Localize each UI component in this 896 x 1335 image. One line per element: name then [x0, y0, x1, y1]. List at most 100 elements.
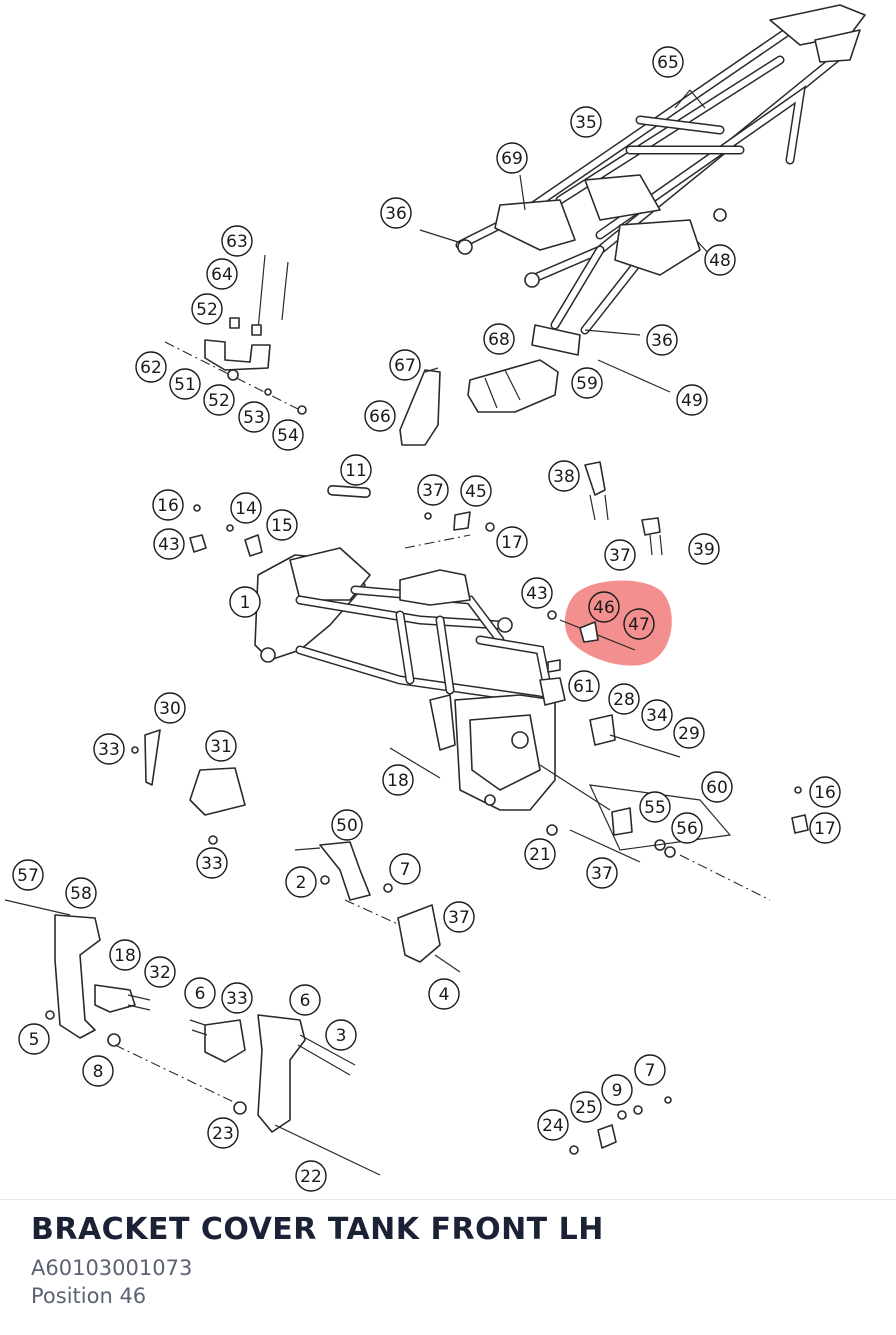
callout-63[interactable]: 63 [221, 225, 253, 257]
callout-47[interactable]: 47 [623, 608, 655, 640]
callout-16[interactable]: 16 [809, 776, 841, 808]
callout-55[interactable]: 55 [639, 791, 671, 823]
svg-text:67: 67 [394, 356, 416, 376]
callout-38[interactable]: 38 [548, 460, 580, 492]
svg-text:36: 36 [651, 331, 673, 351]
callout-43[interactable]: 43 [521, 577, 553, 609]
callout-45[interactable]: 45 [460, 475, 492, 507]
svg-text:28: 28 [613, 690, 635, 710]
callout-8[interactable]: 8 [82, 1055, 114, 1087]
callout-52[interactable]: 52 [203, 384, 235, 416]
svg-text:7: 7 [645, 1061, 656, 1081]
callout-37[interactable]: 37 [443, 901, 475, 933]
callout-7[interactable]: 7 [634, 1054, 666, 1086]
main-frame [254, 547, 566, 811]
svg-text:17: 17 [814, 819, 836, 839]
callout-14[interactable]: 14 [230, 492, 262, 524]
callout-22[interactable]: 22 [295, 1160, 327, 1192]
callout-33[interactable]: 33 [221, 982, 253, 1014]
svg-text:60: 60 [706, 778, 728, 798]
callout-23[interactable]: 23 [207, 1117, 239, 1149]
svg-text:39: 39 [693, 540, 715, 560]
svg-text:57: 57 [17, 866, 39, 886]
callout-39[interactable]: 39 [688, 533, 720, 565]
callout-54[interactable]: 54 [272, 419, 304, 451]
callout-56[interactable]: 56 [671, 812, 703, 844]
callout-57[interactable]: 57 [12, 859, 44, 891]
callout-34[interactable]: 34 [641, 699, 673, 731]
callout-16[interactable]: 16 [152, 489, 184, 521]
callout-2[interactable]: 2 [285, 866, 317, 898]
svg-text:2: 2 [296, 873, 307, 893]
callout-4[interactable]: 4 [428, 978, 460, 1010]
callout-53[interactable]: 53 [238, 401, 270, 433]
callout-67[interactable]: 67 [389, 349, 421, 381]
callout-21[interactable]: 21 [524, 838, 556, 870]
callout-31[interactable]: 31 [205, 730, 237, 762]
callout-36[interactable]: 36 [646, 324, 678, 356]
svg-text:4: 4 [439, 985, 450, 1005]
callout-62[interactable]: 62 [135, 351, 167, 383]
position-label: Position 46 [31, 1284, 147, 1308]
callout-18[interactable]: 18 [109, 939, 141, 971]
callout-61[interactable]: 61 [568, 670, 600, 702]
callout-17[interactable]: 17 [496, 526, 528, 558]
callout-64[interactable]: 64 [206, 258, 238, 290]
svg-text:36: 36 [385, 204, 407, 224]
part-title: BRACKET COVER TANK FRONT LH [31, 1212, 604, 1247]
callout-52[interactable]: 52 [191, 293, 223, 325]
callout-28[interactable]: 28 [608, 683, 640, 715]
callout-68[interactable]: 68 [483, 323, 515, 355]
callout-18[interactable]: 18 [382, 764, 414, 796]
callout-7[interactable]: 7 [389, 853, 421, 885]
callout-48[interactable]: 48 [704, 244, 736, 276]
callout-60[interactable]: 60 [701, 771, 733, 803]
callout-15[interactable]: 15 [266, 509, 298, 541]
callout-37[interactable]: 37 [417, 474, 449, 506]
rear-subframe [419, 4, 866, 393]
callout-36[interactable]: 36 [380, 197, 412, 229]
callout-50[interactable]: 50 [331, 809, 363, 841]
svg-text:69: 69 [501, 149, 523, 169]
callout-66[interactable]: 66 [364, 400, 396, 432]
callout-58[interactable]: 58 [65, 877, 97, 909]
exploded-frame-diagram: 6535693648636452683662515253545949676611… [4, 4, 866, 1192]
callout-69[interactable]: 69 [496, 142, 528, 174]
callout-35[interactable]: 35 [570, 106, 602, 138]
callout-3[interactable]: 3 [325, 1019, 357, 1051]
svg-text:37: 37 [609, 546, 631, 566]
callout-65[interactable]: 65 [652, 46, 684, 78]
callout-46[interactable]: 46 [588, 591, 620, 623]
callout-1[interactable]: 1 [229, 586, 261, 618]
callout-37[interactable]: 37 [586, 857, 618, 889]
callout-30[interactable]: 30 [154, 692, 186, 724]
callout-5[interactable]: 5 [18, 1023, 50, 1055]
svg-text:15: 15 [271, 516, 293, 536]
callout-32[interactable]: 32 [144, 956, 176, 988]
svg-text:6: 6 [300, 991, 311, 1011]
callout-17[interactable]: 17 [809, 812, 841, 844]
callout-29[interactable]: 29 [673, 717, 705, 749]
callout-6[interactable]: 6 [289, 984, 321, 1016]
svg-text:37: 37 [591, 864, 613, 884]
callout-43[interactable]: 43 [153, 528, 185, 560]
svg-text:32: 32 [149, 963, 171, 983]
callout-24[interactable]: 24 [537, 1109, 569, 1141]
callout-49[interactable]: 49 [676, 384, 708, 416]
svg-text:33: 33 [226, 989, 248, 1009]
svg-text:64: 64 [211, 265, 233, 285]
svg-text:35: 35 [575, 113, 597, 133]
svg-text:65: 65 [657, 53, 679, 73]
callout-37[interactable]: 37 [604, 539, 636, 571]
svg-text:30: 30 [159, 699, 181, 719]
callout-33[interactable]: 33 [196, 847, 228, 879]
callout-59[interactable]: 59 [571, 367, 603, 399]
callout-11[interactable]: 11 [340, 454, 372, 486]
callout-9[interactable]: 9 [601, 1074, 633, 1106]
callout-6[interactable]: 6 [184, 977, 216, 1009]
svg-text:63: 63 [226, 232, 248, 252]
svg-text:48: 48 [709, 251, 731, 271]
callout-33[interactable]: 33 [93, 733, 125, 765]
callout-25[interactable]: 25 [570, 1091, 602, 1123]
callout-51[interactable]: 51 [169, 368, 201, 400]
